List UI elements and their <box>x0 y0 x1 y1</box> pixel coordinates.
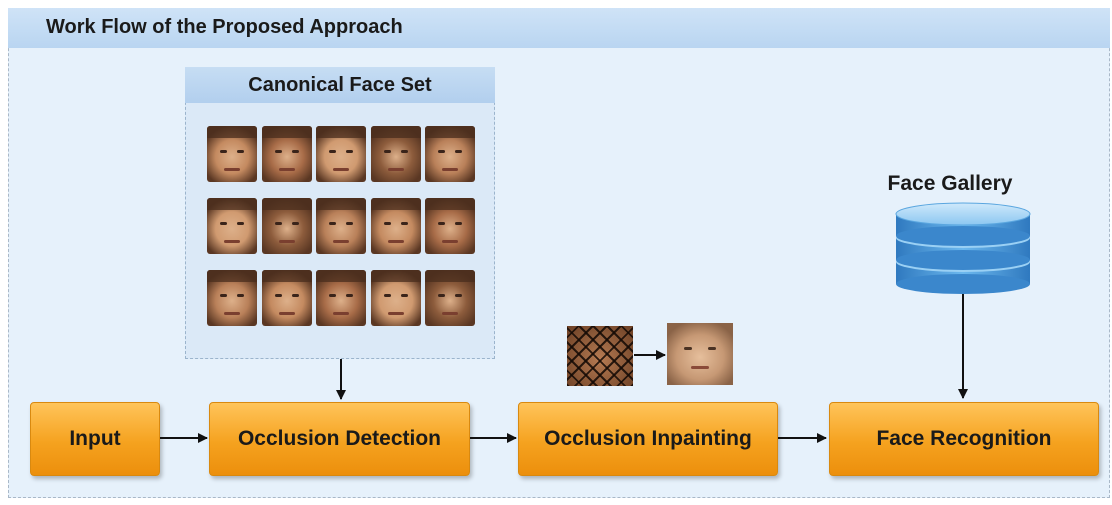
mouth <box>224 312 240 315</box>
input-box: Input <box>30 402 160 476</box>
eye <box>274 150 282 153</box>
canonical-face-thumbnail <box>425 198 475 254</box>
eye <box>455 294 462 297</box>
canonical-face-set-title: Canonical Face Set <box>248 74 432 96</box>
canonical-face-thumbnail <box>261 270 312 326</box>
canonical-face-thumbnail <box>316 198 366 254</box>
diagram-title: Work Flow of the Proposed Approach <box>46 16 403 38</box>
eye <box>237 222 244 225</box>
eye <box>438 294 445 297</box>
mouth <box>333 312 349 315</box>
eye <box>346 150 353 153</box>
eye <box>400 222 408 225</box>
canonical-face-thumbnail <box>316 126 366 182</box>
eye <box>455 222 462 225</box>
eye <box>291 294 299 297</box>
eye <box>383 294 391 297</box>
mouth <box>278 312 295 315</box>
eye <box>291 150 299 153</box>
eye <box>400 150 408 153</box>
eye <box>291 222 299 225</box>
mouth <box>224 168 240 171</box>
eye <box>220 222 227 225</box>
eye <box>237 294 244 297</box>
eye <box>220 294 227 297</box>
eye <box>438 222 445 225</box>
mouth <box>333 240 349 243</box>
mouth <box>333 168 349 171</box>
canonical-face-thumbnail <box>370 198 421 254</box>
eye <box>274 222 282 225</box>
mouth <box>691 366 709 369</box>
eye <box>329 150 336 153</box>
eye <box>708 347 716 350</box>
occlusion-inpainting-box: Occlusion Inpainting <box>518 402 778 476</box>
occlusion-detection-box: Occlusion Detection <box>209 402 470 476</box>
eye <box>329 294 336 297</box>
canonical-face-thumbnail <box>261 198 312 254</box>
mouth <box>442 312 458 315</box>
mouth <box>387 312 404 315</box>
canonical-face-thumbnail <box>207 126 257 182</box>
face-recognition-box: Face Recognition <box>829 402 1099 476</box>
eye <box>383 150 391 153</box>
mouth <box>442 168 458 171</box>
canonical-face-thumbnail <box>207 270 257 326</box>
mouth <box>278 240 295 243</box>
occluded-face-icon <box>567 326 633 386</box>
eye <box>346 294 353 297</box>
title-bar <box>8 8 1110 48</box>
eye <box>383 222 391 225</box>
canonical-face-thumbnail <box>370 126 421 182</box>
canonical-face-thumbnail <box>425 126 475 182</box>
eye <box>329 222 336 225</box>
eye <box>438 150 445 153</box>
canonical-face-set-header <box>185 67 495 103</box>
mouth <box>224 240 240 243</box>
eye <box>220 150 227 153</box>
canonical-face-thumbnail <box>261 126 312 182</box>
canonical-face-thumbnail <box>425 270 475 326</box>
restored-face-icon <box>667 323 733 385</box>
eye <box>684 347 692 350</box>
canonical-face-thumbnail <box>370 270 421 326</box>
mouth <box>387 240 404 243</box>
eye <box>274 294 282 297</box>
mouth <box>442 240 458 243</box>
eye <box>237 150 244 153</box>
mouth <box>278 168 295 171</box>
eye <box>400 294 408 297</box>
eye <box>455 150 462 153</box>
canonical-face-thumbnail <box>316 270 366 326</box>
eye <box>346 222 353 225</box>
database-icon <box>895 202 1031 294</box>
canonical-face-thumbnail <box>207 198 257 254</box>
face-gallery-title: Face Gallery <box>887 172 1013 195</box>
mouth <box>387 168 404 171</box>
